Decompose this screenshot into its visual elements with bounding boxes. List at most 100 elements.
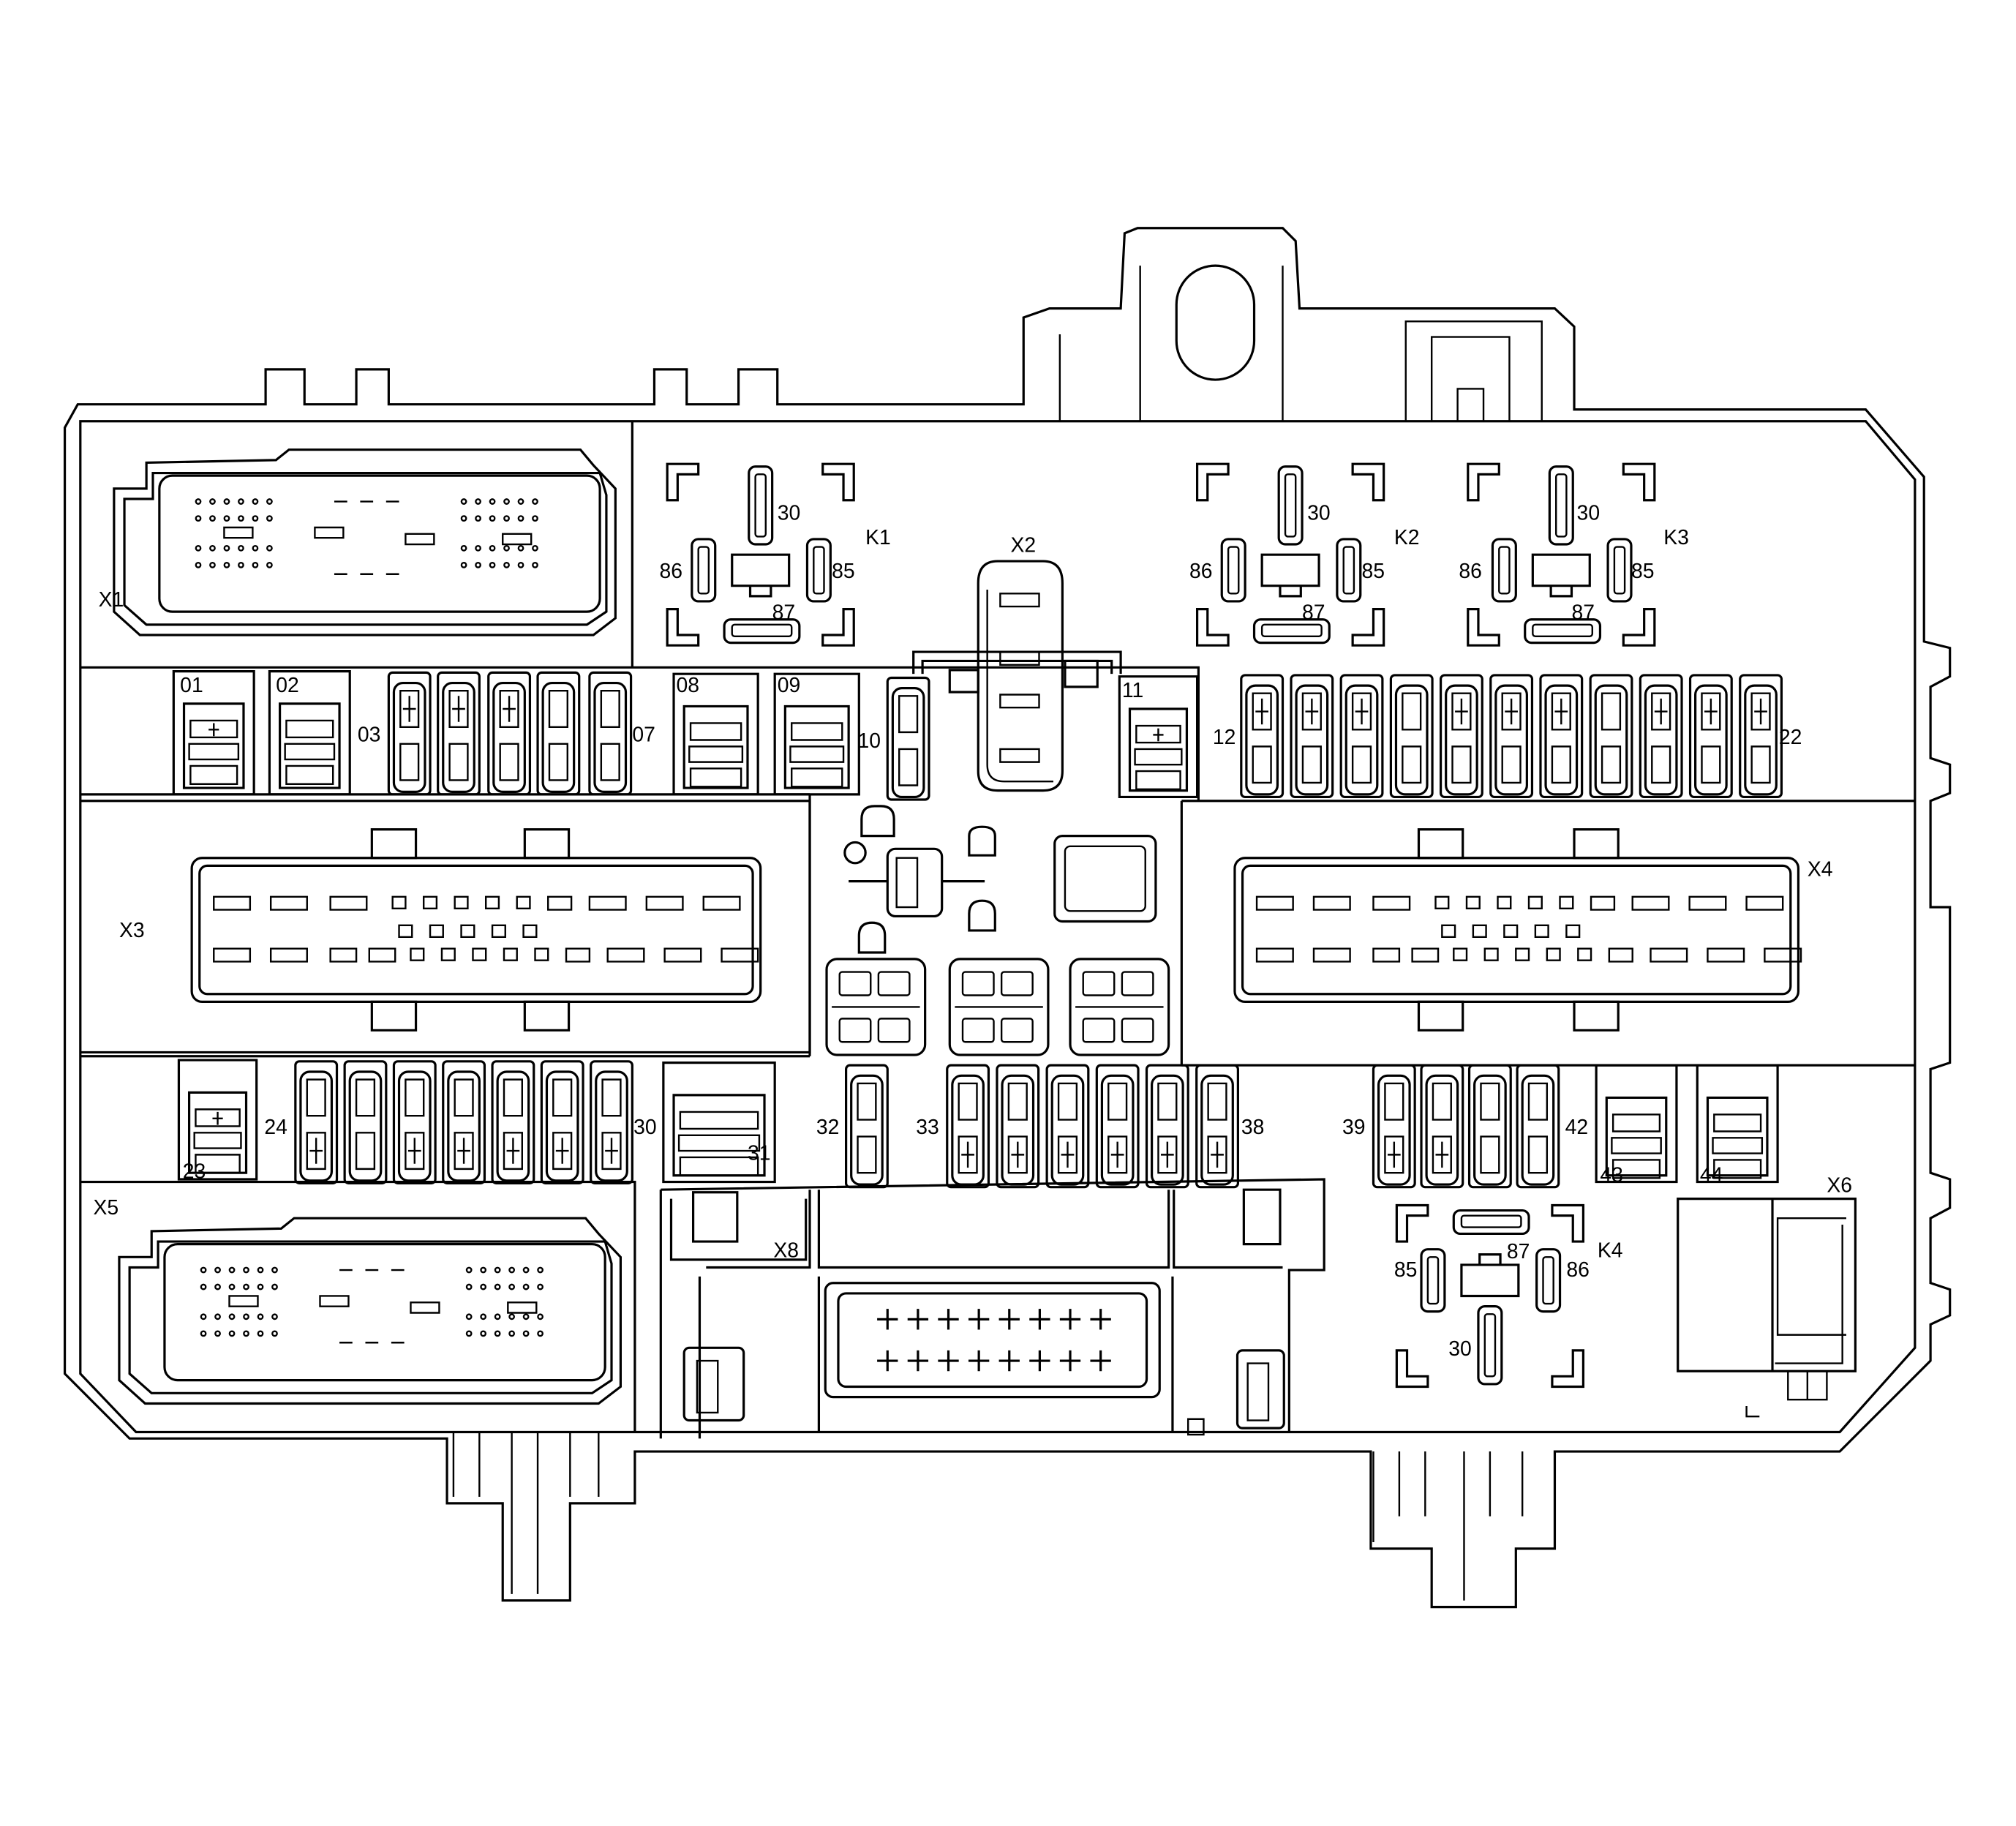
relay-k4 — [1396, 1205, 1583, 1386]
outline — [1614, 547, 1625, 594]
outline — [1468, 609, 1500, 646]
outline — [1623, 609, 1655, 646]
outline — [1102, 1075, 1133, 1184]
outline — [1481, 1083, 1499, 1120]
outline — [331, 949, 356, 962]
relay-k1-pin86: 86 — [660, 560, 683, 583]
outline — [1058, 1137, 1077, 1173]
outline — [859, 923, 884, 953]
outline — [968, 1350, 989, 1371]
outline — [244, 1331, 248, 1336]
outline — [309, 1138, 323, 1163]
outline — [405, 534, 434, 544]
outline — [556, 1138, 569, 1163]
outline — [196, 563, 200, 567]
outline — [524, 1331, 528, 1336]
outline — [1480, 1255, 1500, 1265]
outline — [495, 1268, 500, 1272]
outline — [1280, 586, 1301, 596]
outline — [1060, 1350, 1080, 1371]
outline — [195, 1132, 241, 1148]
outline — [1441, 675, 1483, 797]
outline — [1238, 1350, 1285, 1428]
outline — [1754, 699, 1767, 724]
outline — [1491, 675, 1532, 797]
outline — [509, 1285, 514, 1289]
outline — [372, 830, 415, 858]
outline — [1065, 846, 1146, 912]
outline — [1285, 474, 1295, 536]
outline — [791, 723, 842, 740]
fuse-30 — [591, 1062, 633, 1184]
outline — [553, 1132, 571, 1169]
outline — [845, 842, 865, 863]
outline — [840, 1018, 871, 1042]
fuse-22 — [1740, 675, 1782, 797]
outline — [1552, 1350, 1584, 1387]
fuse-07 — [590, 672, 631, 794]
outline — [1602, 694, 1620, 730]
outline — [680, 1112, 758, 1129]
outline — [225, 516, 229, 520]
fuse-30-label: 30 — [633, 1116, 657, 1139]
outline — [1481, 1137, 1499, 1173]
outline — [1525, 620, 1601, 643]
outline — [448, 1072, 480, 1181]
outline — [1714, 1114, 1761, 1131]
outline — [1119, 677, 1197, 797]
outline — [691, 723, 741, 740]
outline — [1714, 1160, 1761, 1178]
outline — [443, 683, 475, 792]
outline — [1596, 1065, 1677, 1181]
outline — [509, 1268, 514, 1272]
outline — [212, 1112, 222, 1125]
outline — [790, 746, 843, 762]
outline — [424, 897, 437, 909]
outline — [129, 1241, 612, 1393]
outline — [1552, 1205, 1584, 1241]
outline — [504, 499, 508, 503]
outline — [272, 1268, 277, 1272]
outline — [963, 1018, 994, 1042]
outline — [938, 1350, 958, 1371]
outline — [840, 972, 871, 996]
outline — [791, 768, 842, 786]
fuse-02 — [269, 672, 350, 794]
connector-x1 — [114, 450, 615, 635]
fuse-05 — [489, 672, 530, 794]
outline — [548, 897, 571, 910]
outline — [1652, 746, 1670, 783]
outline — [1373, 897, 1410, 910]
outline — [1788, 1371, 1827, 1399]
outline — [272, 1315, 277, 1319]
outline — [897, 858, 917, 907]
outline — [196, 499, 200, 503]
outline — [1546, 685, 1577, 794]
fuse-44-label: 44 — [1700, 1164, 1723, 1187]
outline — [494, 683, 525, 792]
outline — [732, 625, 791, 636]
outline — [467, 1315, 471, 1319]
outline — [959, 1083, 977, 1120]
outline — [215, 1268, 219, 1272]
fuse-11-label: 11 — [1122, 679, 1143, 702]
outline — [899, 749, 917, 786]
outline — [590, 897, 626, 910]
outline — [430, 925, 443, 937]
outline — [1532, 555, 1590, 586]
outline — [1549, 467, 1573, 544]
outline — [667, 464, 699, 500]
outline — [438, 672, 480, 794]
outline — [500, 691, 519, 727]
outline — [684, 1348, 743, 1420]
outline — [858, 1083, 876, 1120]
fuse-19 — [1590, 675, 1632, 797]
relay-k4-pin85: 85 — [1394, 1258, 1418, 1282]
outline — [1529, 1137, 1547, 1173]
outline — [272, 1285, 277, 1289]
outline — [1713, 1138, 1762, 1153]
fuse-07-label: 07 — [632, 723, 655, 746]
fuse-09-label: 09 — [778, 674, 801, 697]
outline — [596, 1072, 628, 1181]
outline — [350, 1072, 381, 1181]
